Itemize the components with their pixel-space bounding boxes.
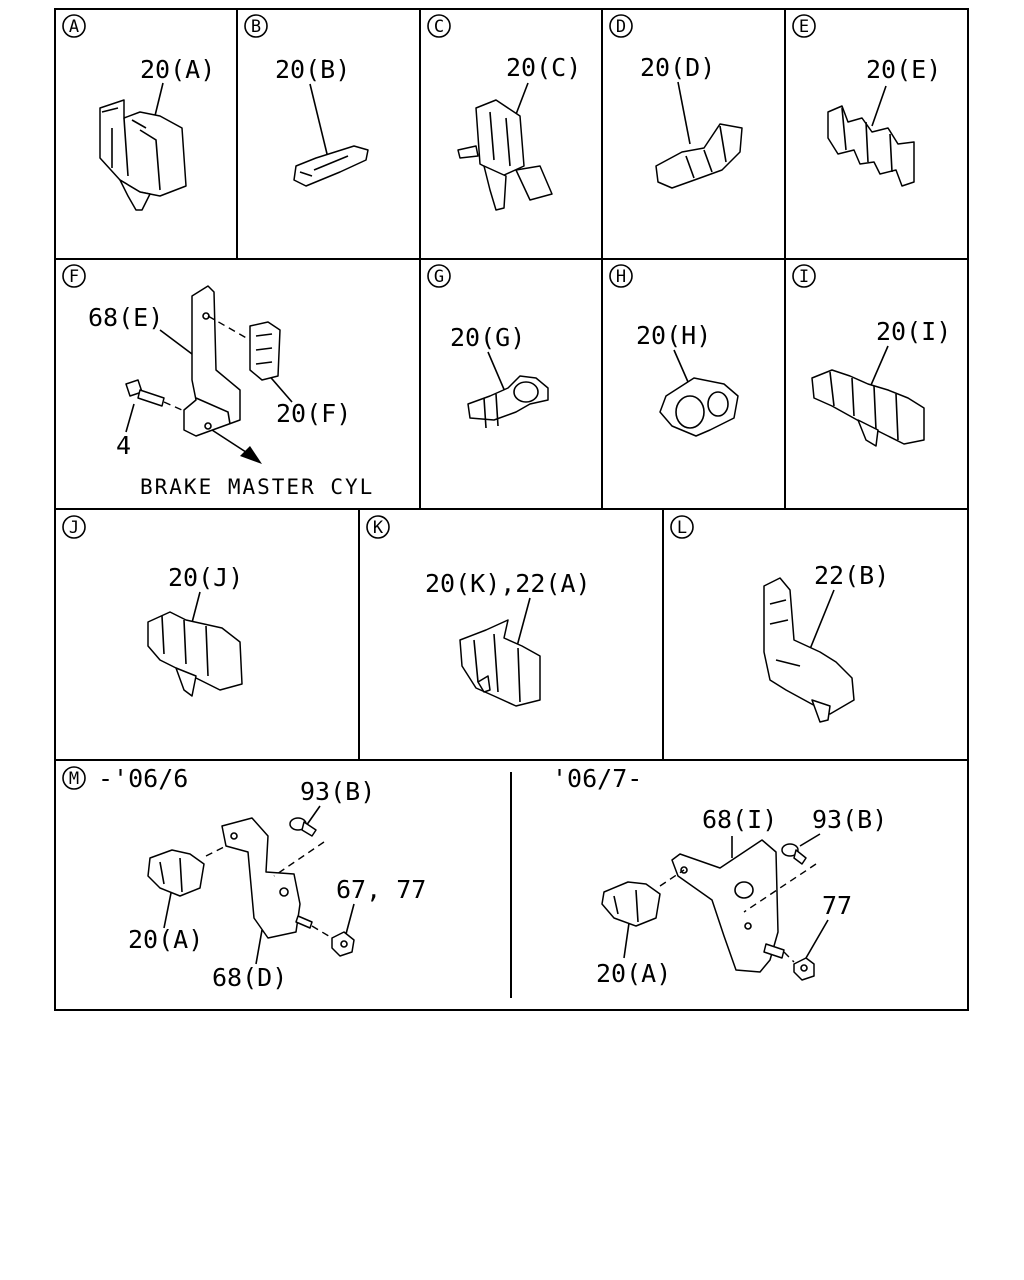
mount-dash-line <box>207 315 251 341</box>
part-label-20k-22a: 20(K),22(A) <box>425 569 591 598</box>
svg-text:D: D <box>616 17 626 37</box>
clip-20d-drawing <box>655 123 743 189</box>
part-label-68d: 68(D) <box>212 963 287 992</box>
part-label-20a: 20(A) <box>140 55 215 84</box>
svg-text:M: M <box>69 769 79 789</box>
part-label-20c: 20(C) <box>506 53 581 82</box>
panel-letter-l: L <box>670 515 694 539</box>
panel-letter-d: D <box>609 14 633 38</box>
part-label-20b: 20(B) <box>275 55 350 84</box>
dash-line-left-c <box>311 925 333 939</box>
clip-20a-right-drawing <box>601 881 661 927</box>
clip-20h-drawing <box>659 377 739 437</box>
clip-20i-drawing <box>811 369 925 447</box>
part-label-67-77: 67, 77 <box>336 875 426 904</box>
panel-grid <box>54 8 969 1011</box>
part-label-68i: 68(I) <box>702 805 777 834</box>
brake-master-cyl-caption: BRAKE MASTER CYL <box>140 475 374 499</box>
clip-22b-drawing <box>763 577 855 723</box>
panel-m-right: '06/7- 68(I) 93(B) 77 20(A) <box>552 764 887 988</box>
svg-text:L: L <box>677 518 687 538</box>
dash-line-right-c <box>783 951 795 963</box>
bracket-68e-drawing <box>183 285 241 437</box>
svg-text:K: K <box>373 518 384 538</box>
dash-line-left-b <box>273 841 325 877</box>
panel-letter-f: F <box>62 264 86 288</box>
panel-j: J 20(J) <box>62 515 243 697</box>
part-label-4: 4 <box>116 431 131 460</box>
part-label-20f: 20(F) <box>276 399 351 428</box>
panel-letter-j: J <box>62 515 86 539</box>
dash-line-right-b <box>743 863 817 913</box>
clip-20k-drawing <box>459 619 541 707</box>
panel-a: A 20(A) <box>62 14 215 211</box>
clip-20b-drawing <box>293 145 369 187</box>
panel-h: H 20(H) <box>609 264 739 437</box>
svg-text:F: F <box>69 267 79 287</box>
svg-text:I: I <box>799 267 809 287</box>
panel-g: G 20(G) <box>427 264 549 429</box>
svg-text:C: C <box>434 17 444 37</box>
part-label-93b-right: 93(B) <box>812 805 887 834</box>
clip-20f-drawing <box>249 321 281 381</box>
part-label-20h: 20(H) <box>636 321 711 350</box>
panel-d: D 20(D) <box>609 14 743 189</box>
panel-letter-m: M <box>62 766 86 790</box>
panel-f: F 68(E) 20(F) 4 BRAKE MASTER CYL <box>62 264 374 499</box>
panel-letter-c: C <box>427 14 451 38</box>
part-label-68e: 68(E) <box>88 303 163 332</box>
panel-letter-i: I <box>792 264 816 288</box>
panel-m-left: -'06/6 93(B) 67, 77 20(A) 68(D) <box>98 764 426 992</box>
panel-letter-a: A <box>62 14 86 38</box>
part-label-20a-right: 20(A) <box>596 959 671 988</box>
panel-letter-k: K <box>366 515 390 539</box>
part-label-20i: 20(I) <box>876 317 951 346</box>
clip-20e-drawing <box>827 105 915 187</box>
part-label-20e: 20(E) <box>866 55 941 84</box>
direction-arrow <box>211 429 262 464</box>
screw-93b-right-drawing <box>781 843 807 865</box>
part-label-20a-left: 20(A) <box>128 925 203 954</box>
part-label-20d: 20(D) <box>640 53 715 82</box>
clip-20g-drawing <box>467 375 549 429</box>
nut-67-77-drawing <box>295 915 355 957</box>
clip-20c-drawing <box>457 99 553 211</box>
svg-text:B: B <box>251 17 261 37</box>
panel-e: E 20(E) <box>792 14 941 187</box>
part-label-22b: 22(B) <box>814 561 889 590</box>
panel-letter-g: G <box>427 264 451 288</box>
bolt-4-drawing <box>125 379 165 407</box>
clip-20j-drawing <box>147 611 243 697</box>
clip-20a-drawing <box>99 99 187 211</box>
panel-b: B 20(B) <box>244 14 369 187</box>
screw-93b-left-drawing <box>289 817 317 837</box>
panel-letter-b: B <box>244 14 268 38</box>
panel-k: K 20(K),22(A) <box>366 515 591 707</box>
period-label-left: -'06/6 <box>98 764 188 793</box>
bracket-68d-drawing <box>221 817 301 939</box>
panel-c: C 20(C) <box>427 14 581 211</box>
svg-text:E: E <box>799 17 809 37</box>
part-label-93b-left: 93(B) <box>300 777 375 806</box>
svg-text:A: A <box>69 17 79 37</box>
nut-77-right-drawing <box>763 943 815 981</box>
svg-text:G: G <box>434 267 444 287</box>
panel-i: I 20(I) <box>792 264 951 447</box>
bracket-68i-drawing <box>671 839 779 973</box>
period-label-right: '06/7- <box>552 764 642 793</box>
part-label-20j: 20(J) <box>168 563 243 592</box>
panel-m: M -'06/6 93(B) 67, 77 20(A) 68(D) <box>62 764 887 992</box>
dash-line-right-a <box>659 869 685 887</box>
clip-20a-left-drawing <box>147 849 205 897</box>
panel-letter-e: E <box>792 14 816 38</box>
dash-line-left-a <box>205 845 227 857</box>
svg-text:J: J <box>69 518 79 538</box>
svg-text:H: H <box>616 267 626 287</box>
part-label-20g: 20(G) <box>450 323 525 352</box>
bolt-dash-line <box>163 401 183 411</box>
part-label-77-right: 77 <box>822 891 852 920</box>
panel-l: L 22(B) <box>670 515 889 723</box>
panel-letter-h: H <box>609 264 633 288</box>
